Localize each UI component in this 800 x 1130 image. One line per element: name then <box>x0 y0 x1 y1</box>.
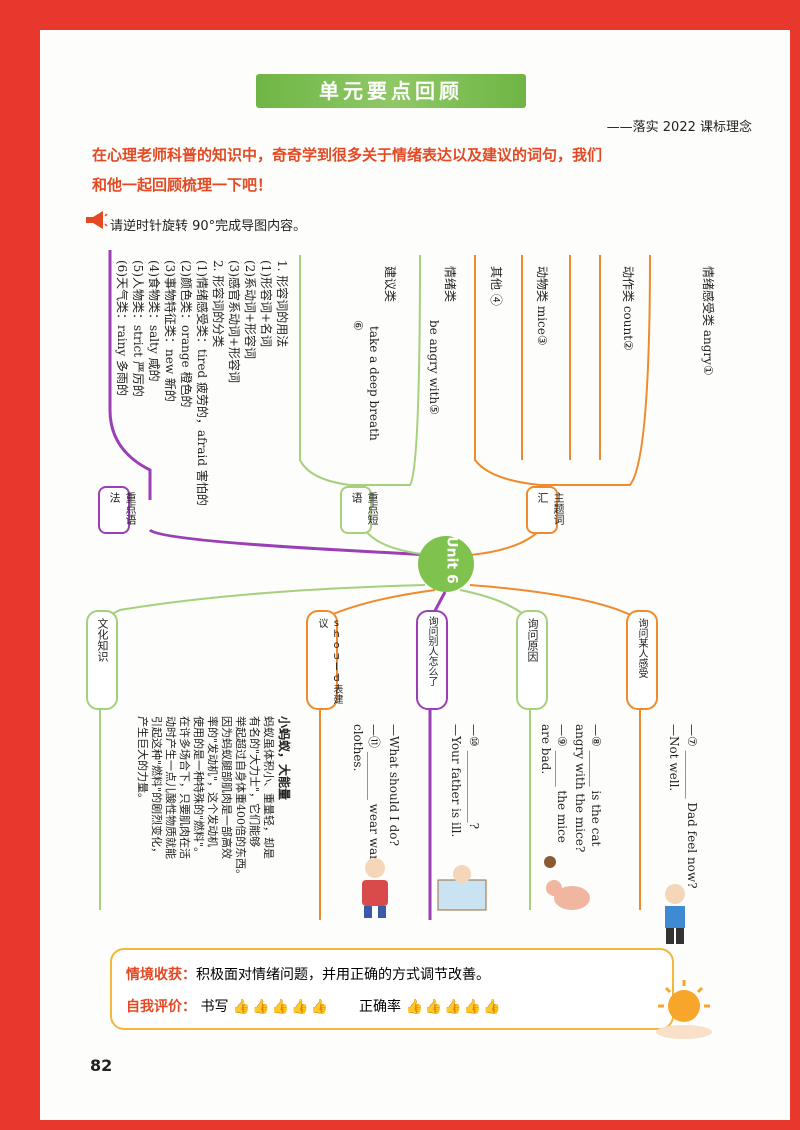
vocab-feeling-1: 情绪感受类 angry① <box>701 266 715 376</box>
grammar-item-9: (4)食物类：salty 咸的 <box>147 260 161 382</box>
should-line-1: —What should I do? <box>387 724 401 846</box>
should-line-3: clothes. <box>351 724 365 772</box>
grammar-item-3: (2)系动词+形容词 <box>243 260 257 360</box>
branch-reason-label: 询问原因 <box>526 618 539 662</box>
intro-line-2: 和他一起回顾梳理一下吧！ <box>92 176 273 194</box>
eval-correct-label: 正确率 <box>358 999 401 1015</box>
branch-whats-wrong-label: 询问别人怎么了 <box>426 616 437 686</box>
culture-line-8: 动时产生一点儿酸性物质就能 <box>164 716 177 859</box>
page: 单元要点回顾 ——落实 2022 课标理念 在心理老师科普的知识中，奇奇学到很多… <box>40 30 790 1120</box>
grammar-item-4: (3)感官系动词+形容词 <box>227 260 241 384</box>
branch-should-label: should表建议 <box>316 618 342 704</box>
center-label: Unit 6 <box>443 536 460 584</box>
vocab-animal-3: 动物类 mice③ <box>535 266 549 346</box>
reason-line-1: —⑧ ______ is the cat <box>589 724 603 847</box>
page-number: 82 <box>90 1056 113 1075</box>
branch-grammar-label: 重点语法 <box>108 492 137 525</box>
reason-line-2: angry with the mice? <box>573 724 587 853</box>
grammar-item-7: (2)颜色类：orange 橙色的 <box>179 260 193 408</box>
grammar-item-6: (1)情绪感受类：tired 疲劳的，afraid 害怕的 <box>195 260 209 506</box>
eval-row: 自我评价： 书写 👍👍👍👍👍 正确率 👍👍👍👍👍 <box>126 996 503 1016</box>
culture-line-2: 有名的"大力士"，它们能够 <box>248 716 261 848</box>
grammar-item-5: 2. 形容词的分类 <box>211 260 225 348</box>
branch-culture-label: 文化知识 <box>96 618 109 662</box>
culture-line-1: 蚂蚁虽体积小、重量轻，却是 <box>262 716 275 859</box>
culture-line-9: 引起这种"燃料"的剧烈变化， <box>150 716 163 859</box>
gain-row: 情境收获：积极面对情绪问题，并用正确的方式调节改善。 <box>126 964 490 984</box>
eval-label: 自我评价： <box>126 999 196 1015</box>
culture-title: 小蚂蚁，大能量 <box>277 716 291 801</box>
culture-line-4: 因为蚂蚁腿部肌肉是一部高效 <box>220 716 233 859</box>
gain-text: 积极面对情绪问题，并用正确的方式调节改善。 <box>196 967 490 983</box>
boy-illustration <box>665 884 685 944</box>
summary-box: 情境收获：积极面对情绪问题，并用正确的方式调节改善。 自我评价： 书写 👍👍👍👍… <box>110 948 674 1030</box>
feeling-line-1: —⑦ ________ Dad feel now? <box>685 724 699 889</box>
eval-write-label: 书写 <box>200 999 229 1015</box>
section-banner: 单元要点回顾 <box>256 74 526 108</box>
rotate-hint: 请逆时针旋转 90°完成导图内容。 <box>110 219 307 234</box>
grammar-item-10: (5)人物类：strict 严厉的 <box>131 260 145 397</box>
feeling-line-2: —Not well. <box>667 724 681 792</box>
phrase-item-1: take a deep breath <box>367 326 381 441</box>
bed-illustration <box>437 865 487 911</box>
vocab-other-4: 其他 ④ <box>489 266 503 306</box>
child-cold-illustration <box>362 858 388 918</box>
center-node: Unit 6 <box>418 536 474 592</box>
vocab-blank-5: be angry with⑤ <box>427 320 441 415</box>
thumbs-icon[interactable]: 👍👍👍👍👍 <box>405 999 503 1015</box>
branch-vocab-label: 主题词汇 <box>536 492 565 525</box>
reason-line-3: —⑨ ______ the mice <box>555 724 569 843</box>
gain-label: 情境收获： <box>126 967 196 983</box>
branch-phrases-label: 重点短语 <box>350 492 379 525</box>
banner-title: 单元要点回顾 <box>319 79 463 103</box>
phrase-category: 建议类 <box>383 266 397 303</box>
grammar-item-2: (1)形容词+名词 <box>259 260 273 348</box>
grammar-item-8: (3)事物特征类：new 新的 <box>163 260 177 402</box>
sun-icon <box>656 980 712 1039</box>
intro-line-1: 在心理老师科普的知识中，奇奇学到很多关于情绪表达以及建议的词句，我们 <box>92 146 603 164</box>
branch-feeling-label: 询问某人感受 <box>636 618 647 678</box>
cat-mice-illustration <box>544 856 590 910</box>
culture-line-10: 产生巨大的力量。 <box>136 716 149 804</box>
vocab-action-2: 动作类 count② <box>621 266 635 351</box>
grammar-item-1: 1. 形容词的用法 <box>275 260 289 348</box>
grammar-item-11: (6)天气类：rainy 多雨的 <box>115 260 129 397</box>
phrase-blank-6: ⑥ <box>351 320 365 331</box>
thumbs-icon[interactable]: 👍👍👍👍👍 <box>232 999 331 1015</box>
subtitle: ——落实 2022 课标理念 <box>606 120 752 135</box>
culture-line-7: 在许多场合下，只要肌肉在活 <box>178 716 191 859</box>
megaphone-icon <box>86 211 108 229</box>
culture-line-3: 举起超过自身体重400倍的东西。 <box>234 716 247 880</box>
reason-line-4: are bad. <box>539 724 553 775</box>
wrong-line-1: —⑩ ____________? <box>467 724 481 830</box>
wrong-line-2: —Your father is ill. <box>449 724 463 838</box>
vocab-category-emotion: 情绪类 <box>443 266 457 303</box>
culture-line-6: 使用的是一种特殊的"燃料"。 <box>192 716 205 859</box>
culture-line-5: 率的"发动机"，这个发动机 <box>206 716 219 848</box>
